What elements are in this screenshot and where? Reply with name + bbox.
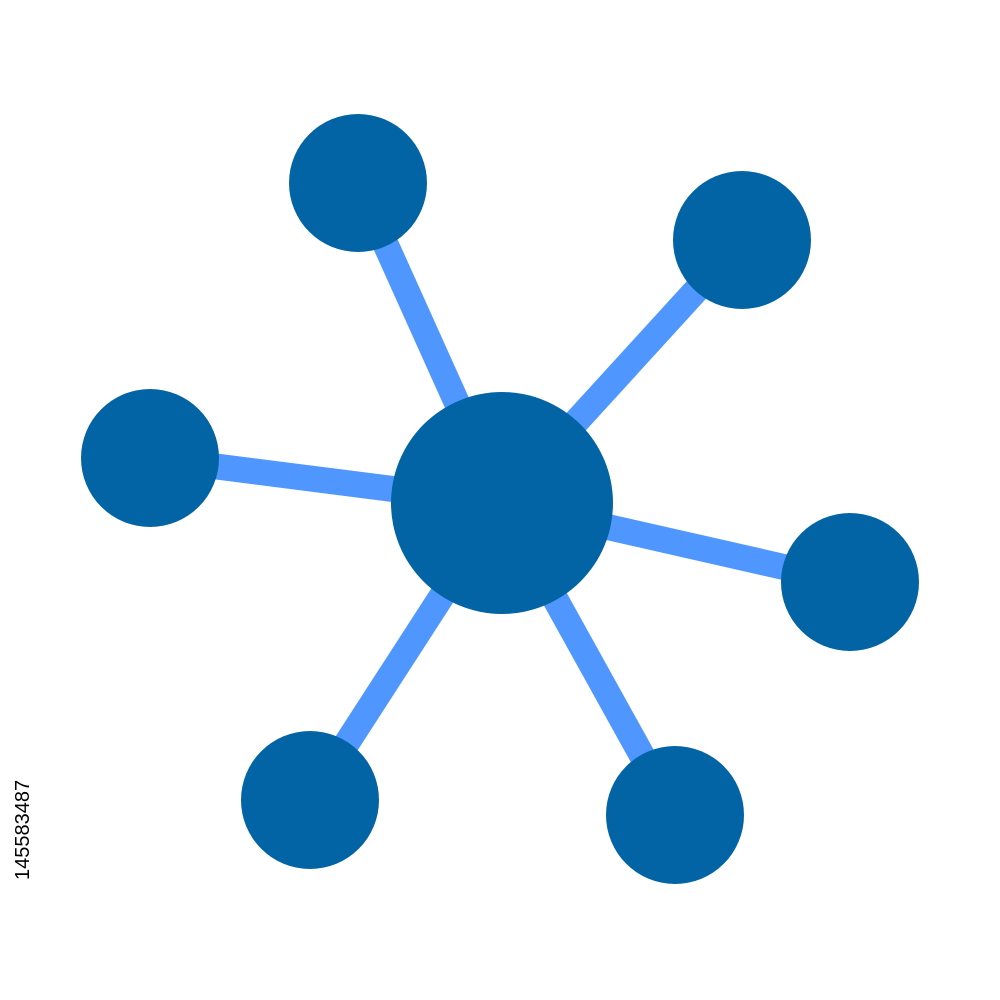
node-top-right [673, 171, 811, 309]
node-top-left [289, 114, 427, 252]
node-bottom-right [606, 746, 744, 884]
node-right [781, 513, 919, 651]
nodes [81, 114, 919, 884]
node-left [81, 389, 219, 527]
stock-id-label: 145583487 [12, 779, 34, 880]
node-center-hub [391, 392, 613, 614]
node-bottom-left [241, 731, 379, 869]
